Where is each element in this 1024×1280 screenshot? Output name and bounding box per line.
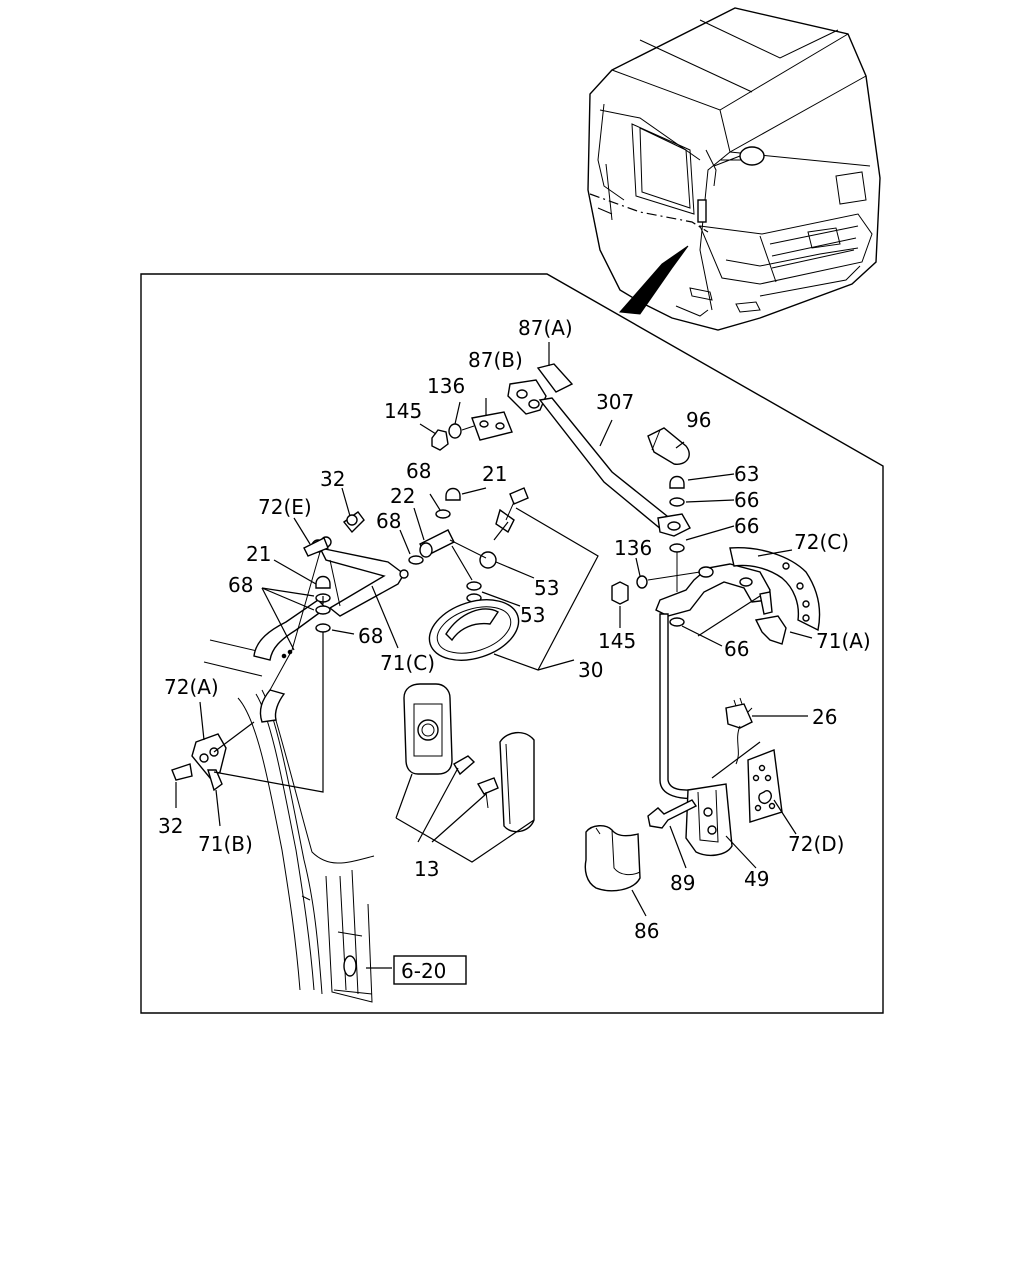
left-mirror-stay xyxy=(171,536,409,792)
label-72d: 72(D) xyxy=(788,832,844,856)
part-labels: 87(A) 87(B) 307 136 145 96 63 66 66 72(C… xyxy=(158,316,871,983)
washer-66-b xyxy=(669,543,685,553)
reference-box xyxy=(393,955,467,985)
label-86: 86 xyxy=(634,919,659,943)
washer-66-c xyxy=(669,617,685,627)
label-66-b: 66 xyxy=(734,514,759,538)
washer-136-right xyxy=(636,575,648,589)
label-13: 13 xyxy=(414,857,439,881)
label-72a: 72(A) xyxy=(164,675,219,699)
label-71c: 71(C) xyxy=(380,651,435,675)
label-32-top: 32 xyxy=(320,467,345,491)
label-53-a: 53 xyxy=(534,576,559,600)
label-32-bottom: 32 xyxy=(158,814,183,838)
connector-26 xyxy=(725,703,753,729)
label-145-top: 145 xyxy=(384,399,422,423)
label-21-left: 21 xyxy=(246,542,271,566)
right-mirror-stay xyxy=(584,475,821,892)
under-mirror-30 xyxy=(428,487,529,661)
truck-cab-illustration xyxy=(587,7,881,331)
cap-nut-21-left xyxy=(315,575,331,589)
label-21-mid: 21 xyxy=(482,462,507,486)
nut-145-top xyxy=(431,429,449,451)
label-96: 96 xyxy=(686,408,711,432)
bulb-96 xyxy=(647,427,690,465)
washer-68-left-bottom xyxy=(315,623,331,633)
bolt-89 xyxy=(647,799,698,829)
washer-136-top xyxy=(448,423,462,439)
nut-145-right xyxy=(611,581,629,605)
bracket-49 xyxy=(685,783,733,857)
leader-lines xyxy=(175,342,813,969)
upper-stay-307 xyxy=(431,363,691,537)
label-53-b: 53 xyxy=(520,603,545,627)
plate-72c xyxy=(729,547,821,632)
label-68-mid-top: 68 xyxy=(406,459,431,483)
label-68-mid: 68 xyxy=(376,509,401,533)
label-87a: 87(A) xyxy=(518,316,573,340)
label-68-left-top: 68 xyxy=(228,573,253,597)
cap-nut-63 xyxy=(669,475,685,489)
side-mirror-13 xyxy=(403,683,535,833)
label-87b: 87(B) xyxy=(468,348,523,372)
label-26: 26 xyxy=(812,705,837,729)
bolt-32-top xyxy=(342,511,365,534)
reference-box-label: 6-20 xyxy=(401,959,446,983)
label-136-top: 136 xyxy=(427,374,465,398)
label-63: 63 xyxy=(734,462,759,486)
detail-pointer-arrow xyxy=(618,245,689,315)
center-fasteners xyxy=(408,487,497,603)
label-72c: 72(C) xyxy=(794,530,849,554)
label-49: 49 xyxy=(744,867,769,891)
cab-pillar-outline xyxy=(203,639,375,1003)
plate-72d xyxy=(747,749,783,823)
label-307: 307 xyxy=(596,390,634,414)
label-68-left-bottom: 68 xyxy=(358,624,383,648)
label-89: 89 xyxy=(670,871,695,895)
washer-66-a xyxy=(669,497,685,507)
label-71a: 71(A) xyxy=(816,629,871,653)
label-66-c: 66 xyxy=(724,637,749,661)
label-71b: 71(B) xyxy=(198,832,253,856)
diagram-frame xyxy=(140,273,884,1014)
label-22: 22 xyxy=(390,484,415,508)
label-136-right: 136 xyxy=(614,536,652,560)
label-30: 30 xyxy=(578,658,603,682)
label-145-right: 145 xyxy=(598,629,636,653)
label-66-a: 66 xyxy=(734,488,759,512)
label-72e: 72(E) xyxy=(258,495,312,519)
